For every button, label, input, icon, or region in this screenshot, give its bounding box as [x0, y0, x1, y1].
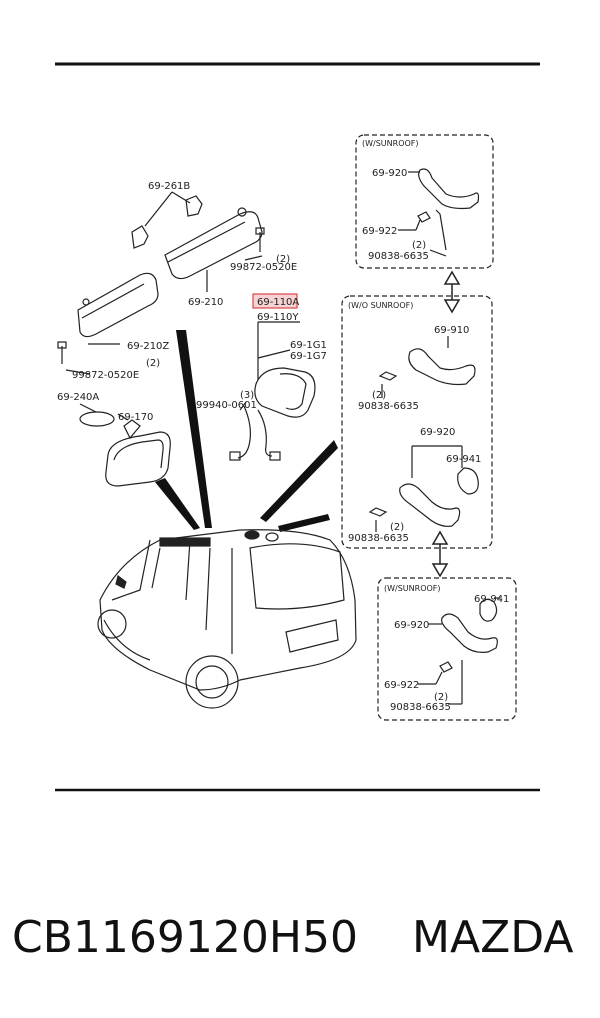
label-connector-qty: (3)	[240, 390, 254, 401]
label-visor-left: 69-210Z	[127, 341, 169, 352]
box-bottom-screw: 90838-6635	[390, 702, 451, 713]
car-outline	[97, 529, 357, 709]
label-highlight-part: 69-110A	[257, 297, 299, 308]
box-top-title: (W/SUNROOF)	[362, 139, 419, 148]
label-bolt-left: 99872-0520E	[72, 370, 139, 381]
box-bottom-title: (W/SUNROOF)	[384, 584, 441, 593]
footer: CB1169120H50 MAZDA	[0, 912, 600, 972]
box-top-frame	[355, 134, 494, 269]
label-bolt-right-qty: (2)	[276, 254, 290, 265]
label-lamp-g7: 69-1G7	[290, 351, 327, 362]
box-bottom-art	[418, 597, 500, 705]
label-bolt-left-qty: (2)	[146, 358, 160, 369]
box-top-screw: 90838-6635	[368, 251, 429, 262]
box-mid-frame	[341, 295, 493, 549]
box-bottom-grip: 69-920	[394, 620, 429, 631]
label-lamp-g1: 69-1G1	[290, 340, 327, 351]
box-mid-screw-upper-qty: (2)	[372, 390, 386, 401]
brand-name: MAZDA	[412, 912, 574, 963]
box-bottom-hook: 69-941	[474, 594, 509, 605]
pointer-wedges	[155, 330, 338, 532]
box-mid-screw-lower: 90838-6635	[348, 533, 409, 544]
box-mid-grip-lower: 69-920	[420, 427, 455, 438]
box-mid-grip-upper: 69-910	[434, 325, 469, 336]
box-mid-screw-lower-qty: (2)	[390, 522, 404, 533]
part-number: CB1169120H50	[12, 912, 358, 963]
box-top-grip: 69-920	[372, 168, 407, 179]
box-top-art	[398, 168, 480, 257]
box-bottom-frame	[377, 577, 517, 721]
label-connector-part: 99940-0601	[196, 400, 257, 411]
box-mid-art	[368, 336, 479, 532]
label-mirror-cover: 69-240A	[57, 392, 99, 403]
box-top-screw-qty: (2)	[412, 240, 426, 251]
double-arrow-bottom	[431, 530, 449, 578]
box-bottom-cap: 69-922	[384, 680, 419, 691]
box-mid-screw-upper: 90838-6635	[358, 401, 419, 412]
visor-group	[57, 191, 265, 487]
highlight-box	[252, 293, 298, 309]
label-bolt-right: 99872-0520E	[230, 262, 297, 273]
lamp-group	[229, 321, 316, 461]
box-mid-title: (W/O SUNROOF)	[348, 301, 413, 310]
label-lamp-part: 69-110Y	[257, 312, 299, 323]
box-bottom-screw-qty: (2)	[434, 692, 448, 703]
label-rear-mirror: 69-170	[118, 412, 153, 423]
double-arrow-top	[443, 270, 461, 314]
label-visor-clip: 69-261B	[148, 181, 190, 192]
label-visor-right: 69-210	[188, 297, 223, 308]
box-mid-hook: 69-941	[446, 454, 481, 465]
box-top-cap: 69-922	[362, 226, 397, 237]
